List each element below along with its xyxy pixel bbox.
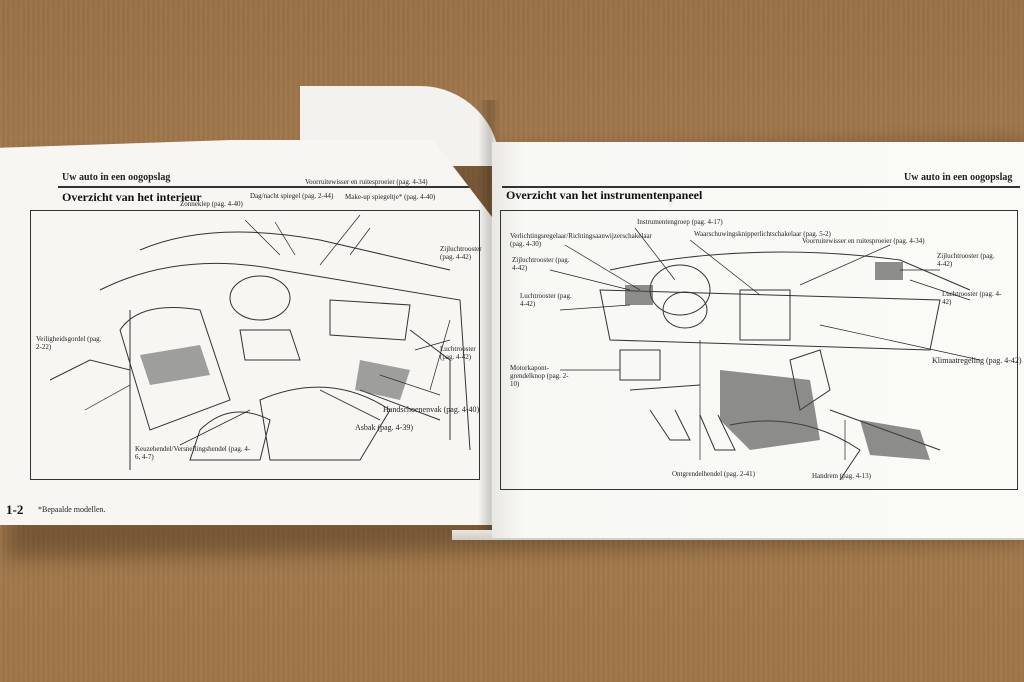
right-page-header: Uw auto in een oogopslag	[904, 172, 1013, 183]
callout-makeup-spiegeltje: Make-up spiegeltje* (pag. 4-40)	[345, 193, 436, 201]
callout-motorkap-grendelknop: Motorkapont-grendelknop (pag. 2-10)	[510, 364, 569, 389]
callout-veiligheidsgordel: Veiligheidsgordel (pag. 2-22)	[36, 335, 102, 352]
callout-zijluchtrooster-right: Zijluchtrooster (pag. 4-42)	[937, 252, 995, 269]
callout-luchtrooster-right: Luchtrooster (pag. 4-42)	[942, 290, 1002, 307]
right-section-title: Overzicht van het instrumentenpaneel	[506, 188, 703, 202]
callout-zonneklep: Zonneklep (pag. 4-40)	[180, 200, 243, 208]
callout-dagnacht-spiegel: Dag/nacht spiegel (pag. 2-44)	[250, 192, 334, 200]
callout-handrem: Handrem (pag. 4-13)	[812, 472, 871, 480]
interior-diagram-frame	[30, 210, 480, 480]
left-page: Uw auto in een oogopslag Overzicht van h…	[0, 140, 492, 525]
callout-instrumentengroep: Instrumentengroep (pag. 4-17)	[637, 218, 723, 226]
callout-handschoenenvak: Handschoenenvak (pag. 4-40)	[383, 405, 480, 414]
left-header-rule	[58, 186, 478, 188]
callout-luchtrooster: Luchtrooster (pag. 4-42)	[440, 345, 476, 362]
callout-luchtrooster-left: Luchtrooster (pag. 4-42)	[520, 292, 572, 309]
callout-waarschuwingsknipperlicht: Waarschuwingsknipperlichtschakelaar (pag…	[694, 230, 831, 238]
callout-asbak: Asbak (pag. 4-39)	[355, 423, 413, 432]
callout-klimaatregeling: Klimaatregeling (pag. 4-42)	[932, 356, 1022, 365]
right-page: Uw auto in een oogopslag Overzicht van h…	[492, 142, 1024, 538]
callout-ontgrendelhendel: Ontgrendelhendel (pag. 2-41)	[672, 470, 755, 478]
callout-voorruitewisser: Voorruitewisser en ruitesproeier (pag. 4…	[305, 178, 428, 186]
page-number: 1-2	[6, 502, 24, 517]
callout-zijluchtrooster-left: Zijluchtrooster (pag. 4-42)	[512, 256, 570, 273]
left-section-title: Overzicht van het interieur	[62, 190, 202, 204]
left-page-header: Uw auto in een oogopslag	[62, 172, 171, 183]
callout-voorruitewisser: Voorruitewisser en ruitesproeier (pag. 4…	[802, 237, 925, 245]
callout-zijluchtrooster: Zijluchtrooster (pag. 4-42)	[440, 245, 482, 262]
right-header-rule	[502, 186, 1020, 188]
footnote: *Bepaalde modellen.	[38, 505, 106, 514]
callout-keuzehendel: Keuzehendel/Versnellingshendel (pag. 4-6…	[135, 445, 251, 462]
dashboard-diagram-frame	[500, 210, 1018, 490]
interior-illustration	[49, 214, 471, 470]
dashboard-illustration	[549, 227, 981, 481]
callout-verlichtingsregelaar: Verlichtingsregelaar/Richtingsaanwijzers…	[510, 232, 652, 249]
